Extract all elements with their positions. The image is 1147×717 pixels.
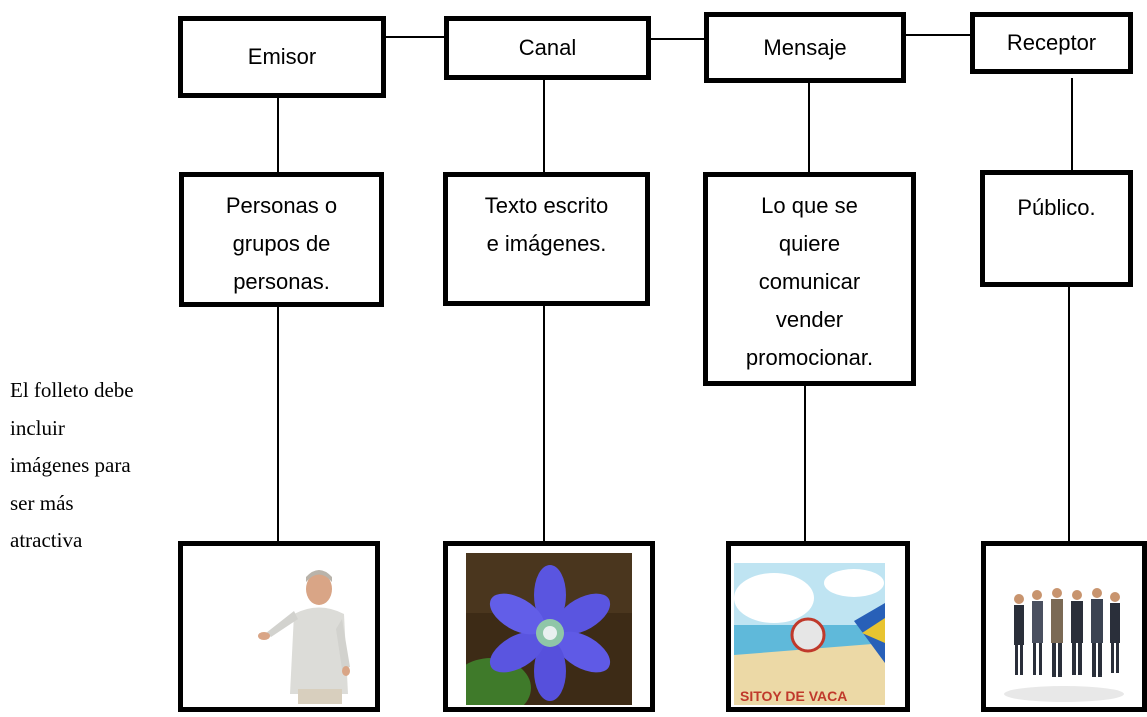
side-note-line-5: atractiva	[10, 528, 83, 552]
desc-mensaje-line-1: Lo que se	[761, 193, 858, 218]
desc-emisor-line-3: personas.	[233, 269, 330, 294]
side-note-line-1: El folleto debe	[10, 378, 134, 402]
business-group-image	[989, 549, 1139, 704]
desc-receptor: Público.	[980, 170, 1133, 287]
side-note: El folleto debe incluir imágenes para se…	[10, 372, 200, 560]
desc-canal-line-1: Texto escrito	[484, 193, 609, 218]
desc-emisor-line-1: Personas o	[225, 193, 338, 218]
side-note-line-3: imágenes para	[10, 453, 131, 477]
connector-emisor-canal	[385, 36, 445, 38]
connector-receptor-desc	[1071, 78, 1073, 170]
connector-mensaje-img	[804, 385, 806, 543]
desc-mensaje-line-5: promocionar.	[745, 345, 874, 370]
header-mensaje: Mensaje	[704, 12, 906, 83]
desc-canal: Texto escrito e imágenes.	[443, 172, 650, 306]
connector-emisor-desc	[277, 97, 279, 173]
desc-emisor: Personas o grupos de personas.	[179, 172, 384, 307]
beach-banner-text: SITOY DE VACA	[740, 688, 847, 704]
beach-poster-image: SITOY DE VACA	[734, 563, 885, 705]
connector-mensaje-desc	[808, 83, 810, 173]
desc-mensaje-line-3: comunicar	[758, 269, 861, 294]
desc-canal-line-2: e imágenes.	[486, 231, 607, 256]
desc-receptor-line-1: Público.	[1017, 195, 1096, 220]
connector-mensaje-receptor	[905, 34, 971, 36]
header-emisor: Emisor	[178, 16, 386, 98]
connector-canal-mensaje	[650, 38, 705, 40]
side-note-line-2: incluir	[10, 415, 65, 440]
desc-mensaje-line-4: vender	[775, 307, 844, 332]
desc-mensaje: Lo que se quiere comunicar vender promoc…	[703, 172, 916, 386]
header-canal: Canal	[444, 16, 651, 80]
connector-canal-img	[543, 300, 545, 543]
connector-emisor-img	[277, 307, 279, 543]
desc-emisor-line-2: grupos de	[232, 231, 331, 256]
header-receptor-label: Receptor	[1006, 30, 1097, 55]
blue-flower-image	[466, 553, 632, 705]
desc-mensaje-line-2: quiere	[778, 231, 841, 256]
side-note-line-4: ser más	[10, 490, 74, 515]
connector-receptor-img	[1068, 285, 1070, 543]
header-mensaje-label: Mensaje	[763, 34, 847, 60]
header-canal-label: Canal	[518, 35, 577, 60]
person-presenting-image	[186, 549, 372, 704]
header-emisor-label: Emisor	[247, 44, 317, 69]
header-receptor: Receptor	[970, 12, 1133, 74]
connector-canal-desc	[543, 80, 545, 173]
